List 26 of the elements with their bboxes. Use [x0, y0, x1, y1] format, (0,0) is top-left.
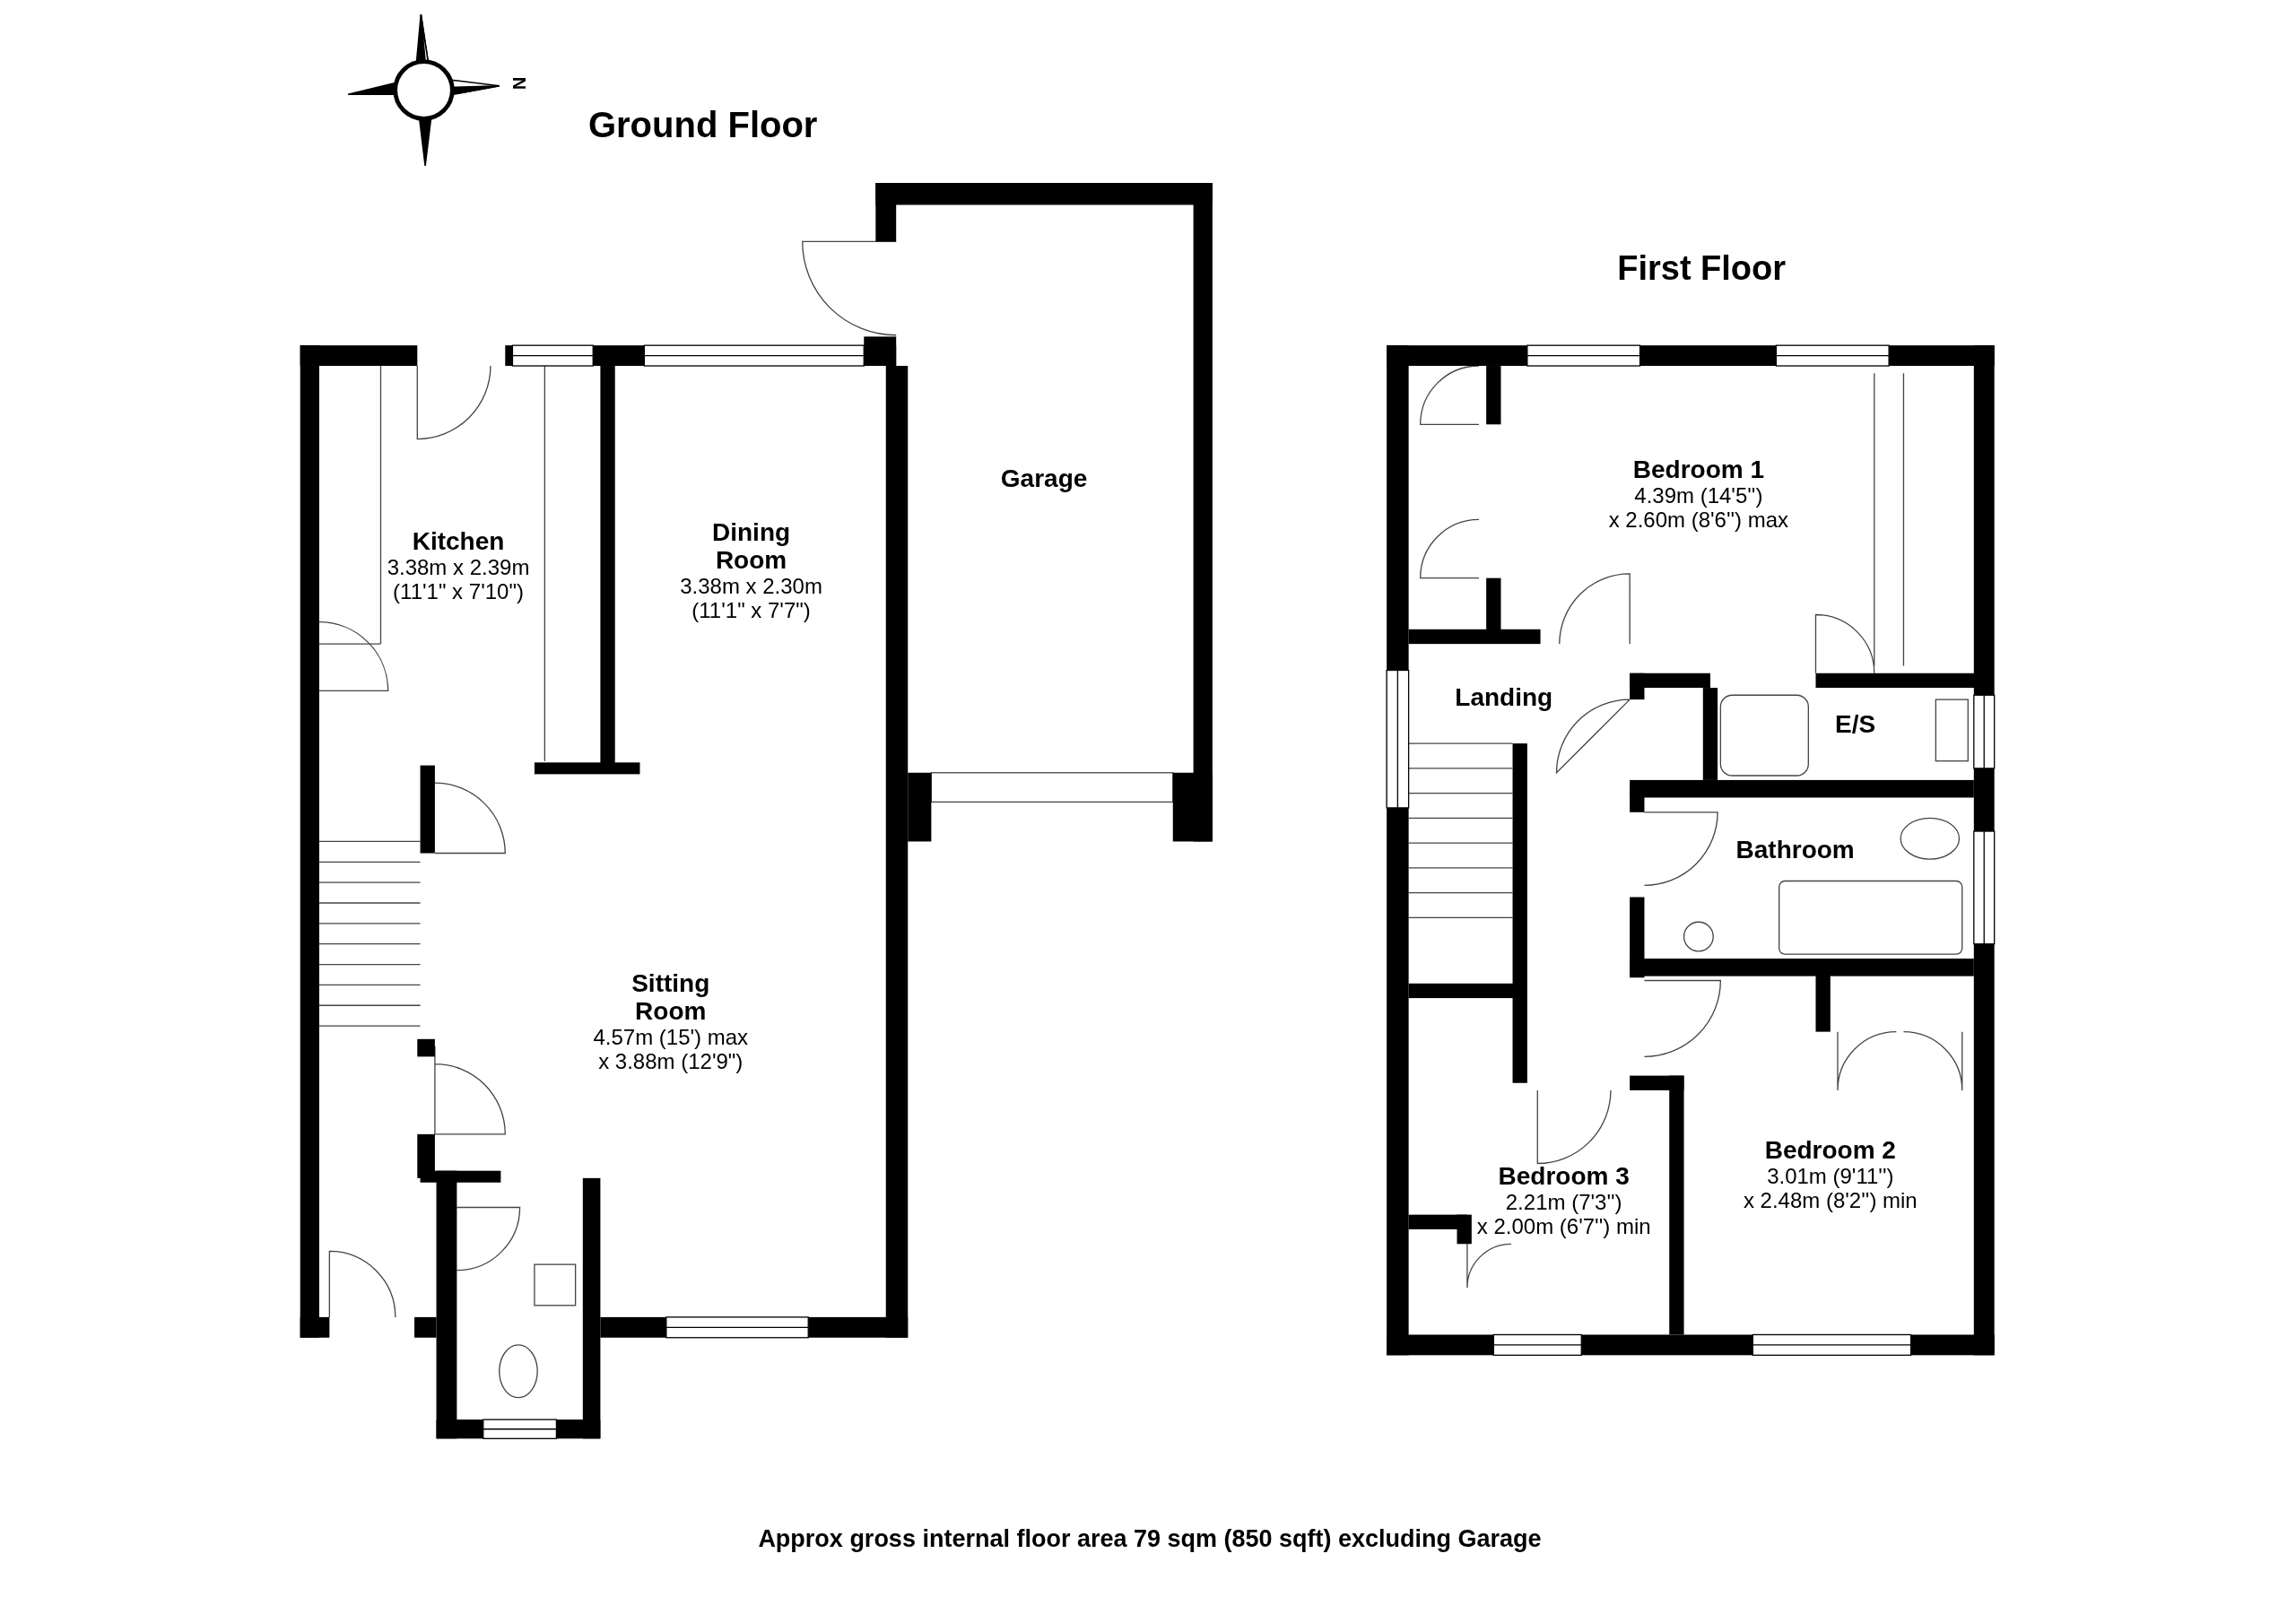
room-name: Kitchen: [412, 526, 505, 555]
floor-heading: Ground Floor: [587, 104, 818, 145]
room-dimensions: 3.38m x 2.39m: [387, 554, 530, 579]
room-name: Bathroom: [1735, 836, 1855, 864]
room-dimensions: x 2.60m (8'6'') max: [1608, 507, 1789, 532]
room-dimensions: 4.57m (15') max: [593, 1024, 749, 1049]
room-name: Bedroom 2: [1764, 1135, 1896, 1164]
room-name: Landing: [1455, 683, 1553, 712]
room-dimensions: 4.39m (14'5''): [1634, 482, 1763, 508]
room-dimensions: 2.21m (7'3''): [1505, 1190, 1622, 1215]
room-dimensions: 3.38m x 2.30m: [680, 573, 822, 598]
room-dimensions: (11'1" x 7'7"): [691, 597, 811, 622]
floor-heading: First Floor: [1617, 248, 1787, 288]
compass-letter: N: [508, 76, 529, 91]
room-name: E/S: [1835, 709, 1876, 738]
room-dimensions: x 2.00m (6'7'') min: [1476, 1214, 1651, 1239]
room-dimensions: 3.01m (9'11''): [1767, 1163, 1894, 1188]
room-name: Bedroom 3: [1498, 1162, 1630, 1191]
room-name: Sitting Room: [631, 968, 711, 1025]
room-name: Garage: [1000, 464, 1088, 492]
room-name: Bedroom 1: [1632, 455, 1764, 483]
room-dimensions: x 3.88m (12'9"): [598, 1048, 744, 1073]
room-dimensions: (11'1" x 7'10"): [393, 578, 524, 603]
room-dimensions: x 2.48m (8'2'') min: [1743, 1187, 1918, 1212]
floor-area-note: Approx gross internal floor area 79 sqm (850 sqft) excluding Garage: [758, 1524, 1542, 1553]
room-name: Dining Room: [711, 517, 792, 574]
